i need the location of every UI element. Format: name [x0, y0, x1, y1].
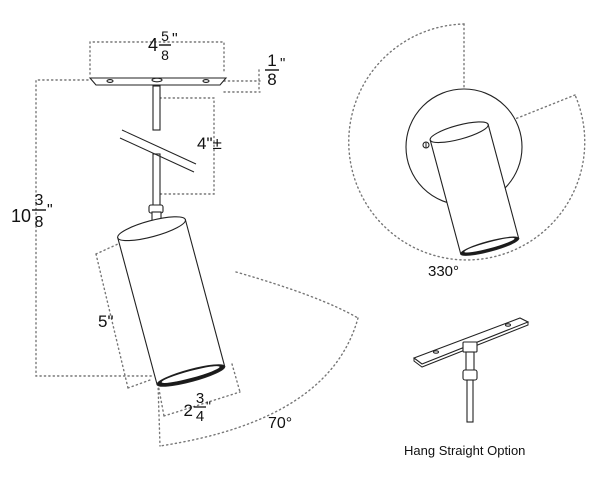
svg-text:3: 3	[196, 390, 204, 407]
stem-length-label: 4"±	[197, 134, 222, 153]
hang-straight-view: Hang Straight Option	[404, 317, 530, 458]
rotation-angle-label: 330°	[428, 263, 459, 280]
cylinder-head	[117, 216, 226, 387]
svg-text:5: 5	[161, 28, 169, 44]
cylinder-length-label: 5"	[98, 312, 114, 331]
svg-text:1: 1	[267, 51, 276, 70]
svg-text:8: 8	[35, 214, 44, 231]
svg-text:": "	[206, 398, 211, 414]
canopy-thickness-label: 1 8 "	[265, 51, 285, 89]
svg-text:8: 8	[161, 47, 169, 63]
rotation-cylinder	[429, 121, 520, 256]
hang-straight-caption: Hang Straight Option	[404, 443, 525, 458]
svg-text:4: 4	[148, 35, 158, 55]
svg-text:": "	[47, 202, 53, 219]
svg-text:": "	[172, 31, 178, 48]
svg-text:": "	[280, 55, 285, 72]
stem	[119, 85, 197, 225]
svg-text:3: 3	[35, 192, 44, 209]
svg-text:2: 2	[184, 401, 193, 420]
svg-text:8: 8	[267, 70, 276, 89]
cylinder-diameter-label: 2 3 4 "	[184, 390, 211, 425]
rotation-view: 330°	[348, 23, 586, 280]
tilt-angle-label: 70°	[268, 415, 292, 432]
canopy-width-label: 4 5 8 "	[148, 28, 178, 63]
svg-text:4: 4	[196, 408, 204, 425]
svg-text:10: 10	[11, 206, 31, 226]
side-view: 4 5 8 " 1 8 " 4"± 10 3 8 " 5" 2 3 4 "	[11, 28, 359, 447]
overall-height-label: 10 3 8 "	[11, 192, 53, 231]
